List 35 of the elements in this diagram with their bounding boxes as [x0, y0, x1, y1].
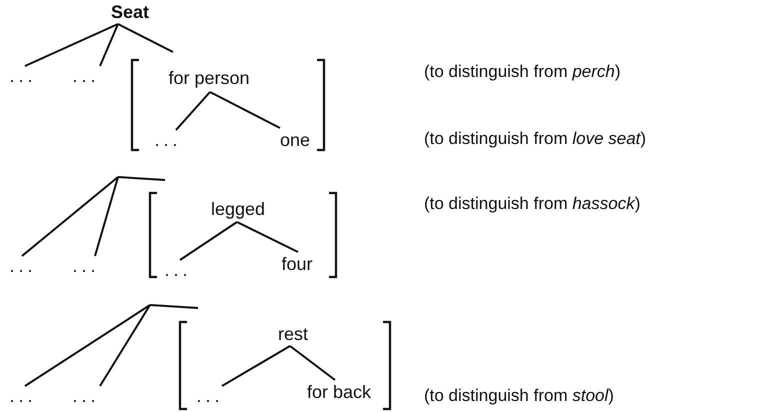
node-label: for person	[148, 64, 270, 92]
node-label: ...	[66, 386, 106, 406]
annotation-text: (to distinguish from stool)	[424, 386, 614, 406]
node-label: ...	[3, 66, 43, 86]
annotation-text: (to distinguish from perch)	[424, 62, 621, 82]
tree-branch	[94, 176, 119, 256]
node-label: ...	[66, 66, 106, 86]
tree-branch	[24, 23, 118, 67]
node-label: four	[272, 252, 322, 276]
node-label: Seat	[100, 0, 160, 24]
node-label: ...	[3, 386, 43, 406]
node-label: ...	[148, 130, 188, 150]
annotation-text: (to distinguish from love seat)	[424, 129, 646, 149]
node-label: ...	[158, 260, 198, 280]
tree-branch	[289, 345, 336, 381]
node-label: rest	[270, 322, 316, 346]
tree-branch	[236, 221, 298, 253]
tree-branch	[24, 304, 151, 387]
node-label: one	[272, 128, 318, 152]
tree-branch	[118, 176, 166, 181]
node-label: for back	[290, 380, 388, 404]
tree-branch	[175, 91, 211, 131]
tree-branch	[99, 304, 151, 387]
tree-branch	[21, 176, 119, 257]
tree-branch	[222, 345, 290, 387]
tree-branch	[150, 304, 198, 309]
node-label: ...	[190, 386, 230, 406]
tree-branch	[210, 91, 280, 129]
node-label: ...	[3, 256, 43, 276]
node-label: legged	[198, 196, 278, 222]
tree-branch	[179, 221, 238, 261]
node-label: ...	[66, 256, 106, 276]
tree-branch	[118, 23, 174, 53]
tree-branch	[99, 24, 119, 66]
annotation-text: (to distinguish from hassock)	[424, 194, 640, 214]
